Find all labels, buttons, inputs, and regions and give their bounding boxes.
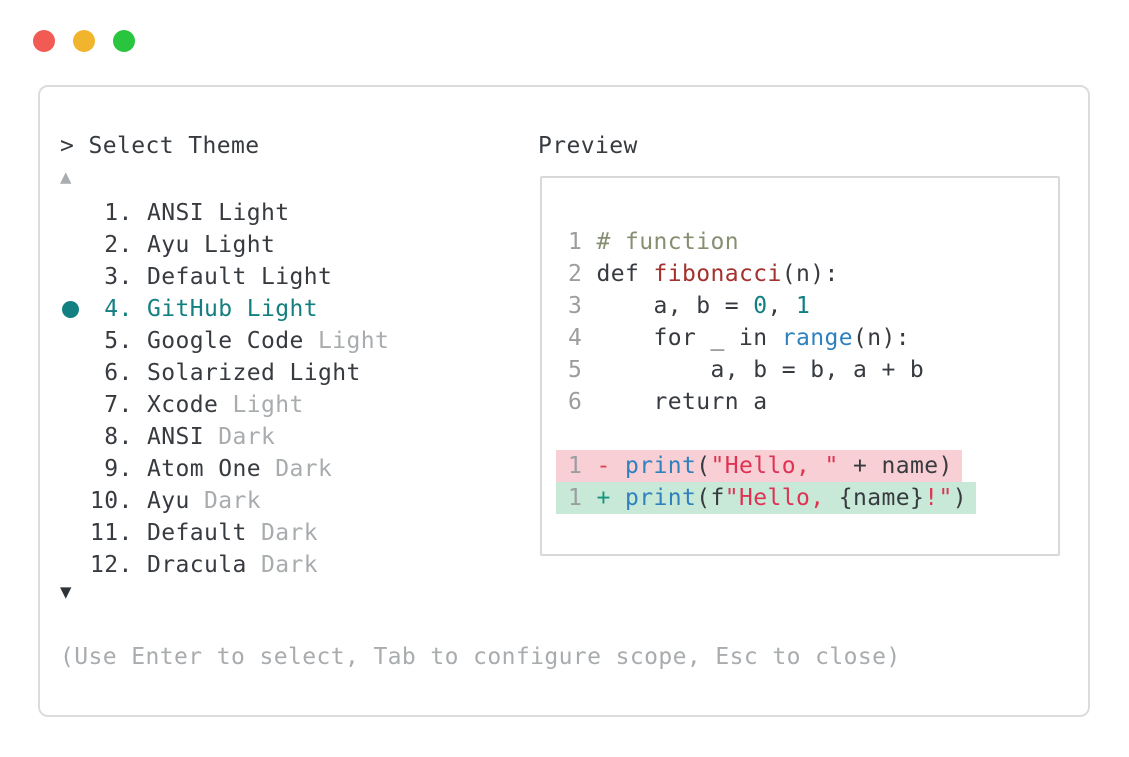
code-line: 2 def fibonacci(n): <box>568 261 839 287</box>
theme-list-item[interactable]: 12. Dracula Dark <box>60 549 389 581</box>
code-line: 6 return a <box>568 389 768 415</box>
code-block: 1 # function 2 def fibonacci(n): 3 a, b = … <box>556 226 976 514</box>
bullet-slot <box>60 229 90 261</box>
preview-title: Preview <box>538 133 638 159</box>
code-line: 5 a, b = b, a + b <box>568 357 925 383</box>
minimize-button[interactable] <box>73 30 95 52</box>
theme-list-item[interactable]: 7. Xcode Light <box>60 389 389 421</box>
bullet-slot <box>60 517 90 549</box>
bullet-slot <box>60 453 90 485</box>
diff-removed-line: 1 - print("Hello, " + name) <box>556 450 976 482</box>
code-line <box>568 418 976 450</box>
bullet-slot <box>60 325 90 357</box>
theme-list-item[interactable]: 11. Default Dark <box>60 517 389 549</box>
code-line: 3 a, b = 0, 1 <box>568 293 811 319</box>
bullet-slot <box>60 261 90 293</box>
bullet-slot <box>60 389 90 421</box>
theme-list: 1. ANSI Light 2. Ayu Light 3. Default Li… <box>60 197 389 581</box>
selected-bullet-icon <box>62 301 79 318</box>
bullet-slot <box>60 293 90 325</box>
theme-list-item[interactable]: 9. Atom One Dark <box>60 453 389 485</box>
bullet-slot <box>60 197 90 229</box>
theme-list-item[interactable]: 8. ANSI Dark <box>60 421 389 453</box>
code-line: 4 for _ in range(n): <box>568 325 910 351</box>
bullet-slot <box>60 357 90 389</box>
theme-list-item[interactable]: 5. Google Code Light <box>60 325 389 357</box>
theme-list-item[interactable]: 2. Ayu Light <box>60 229 389 261</box>
scroll-up-icon[interactable]: ▲ <box>60 166 72 188</box>
preview-pane: 1 # function 2 def fibonacci(n): 3 a, b = … <box>540 176 1060 556</box>
maximize-button[interactable] <box>113 30 135 52</box>
code-line: 1 # function <box>568 229 739 255</box>
theme-list-item[interactable]: 3. Default Light <box>60 261 389 293</box>
bullet-slot <box>60 421 90 453</box>
theme-list-item[interactable]: 4. GitHub Light <box>60 293 389 325</box>
theme-list-item[interactable]: 1. ANSI Light <box>60 197 389 229</box>
theme-list-item[interactable]: 6. Solarized Light <box>60 357 389 389</box>
bullet-slot <box>60 485 90 517</box>
select-theme-prompt: > Select Theme <box>60 133 260 159</box>
theme-picker-window: > Select Theme Preview ▲ 1. ANSI Light 2… <box>38 85 1090 717</box>
keyboard-hint: (Use Enter to select, Tab to configure s… <box>60 644 901 670</box>
diff-added-line: 1 + print(f"Hello, {name}!") <box>556 482 976 514</box>
close-button[interactable] <box>33 30 55 52</box>
scroll-down-icon[interactable]: ▼ <box>60 581 72 603</box>
theme-list-item[interactable]: 10. Ayu Dark <box>60 485 389 517</box>
traffic-lights <box>33 30 135 52</box>
